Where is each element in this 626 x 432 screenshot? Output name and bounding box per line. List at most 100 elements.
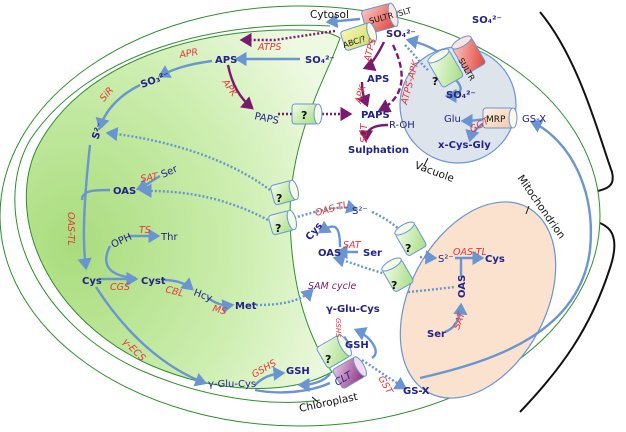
- cyt-s2-to-mito: [371, 210, 406, 236]
- cyt-enz-gshs: GSHS: [334, 318, 342, 338]
- vacuole-leader: [423, 157, 429, 167]
- chl-cyst: Cyst: [141, 276, 166, 287]
- chl-enz-ts: TS: [139, 225, 151, 236]
- chl-enz-cgs: CGS: [110, 282, 130, 293]
- cyt-ser: Ser: [363, 248, 382, 259]
- cyt-s2: S²⁻: [352, 206, 368, 217]
- chl-met: Met: [235, 301, 257, 312]
- gglucys-to-clt-arrow: [254, 381, 331, 394]
- mito-oas-transporter-q: ?: [391, 279, 397, 292]
- chl-enz-apr: APR: [178, 47, 199, 61]
- cbl-arrow: [162, 277, 194, 291]
- gshs-arrow: [254, 366, 286, 386]
- apr-arrow: [157, 59, 213, 78]
- paps-transporter-q: ?: [301, 109, 307, 122]
- chl-gglucys: γ-Glu-Cys: [208, 379, 256, 390]
- cyt-gglucys: γ-Glu-Cys: [326, 304, 380, 315]
- mito-cys: Cys: [485, 254, 505, 265]
- sultr-transporter: [451, 35, 486, 74]
- chl-gsh: GSH: [286, 366, 310, 377]
- clt-transporter: [332, 356, 368, 389]
- cytosol-label: Cytosol: [310, 9, 349, 21]
- mito-oas-transporter: [381, 257, 414, 292]
- chl-cys: Cys: [82, 276, 102, 287]
- s2-import-arrow: [105, 126, 271, 191]
- mito-ser: Ser: [427, 329, 446, 340]
- paps-transporter: [291, 103, 323, 125]
- cyt-gsx: GS-X: [403, 386, 430, 397]
- oastl-arrow: [77, 144, 92, 271]
- chl-paps: PAPS: [253, 111, 279, 127]
- vac-so4-arrow: [444, 79, 462, 104]
- mito-enz-oastl: OAS-TL: [453, 247, 487, 258]
- chl-so4: SO₄²⁻: [305, 55, 335, 66]
- gst-arrow: [361, 359, 408, 390]
- mito-s2-import: [419, 250, 438, 265]
- vac-xcysgly: x-Cys-Gly: [438, 140, 491, 151]
- chl-enz-cbl: CBL: [164, 284, 185, 299]
- cyt-aps: APS: [367, 74, 389, 85]
- mito-sat-arrow: [444, 302, 468, 334]
- apk-arrow: [226, 64, 254, 110]
- cyt-so4: SO₄²⁻: [386, 29, 416, 40]
- vacuole-q-transporter: [427, 48, 464, 88]
- cyt-apk-arrow: [356, 81, 371, 108]
- gsh-transporter-q: ?: [325, 353, 331, 366]
- chl-thr: Thr: [160, 232, 178, 243]
- cyt-enz-apk: APK: [353, 83, 369, 105]
- vac-glu: Glu: [444, 114, 461, 125]
- gsx-transport-arrow: [419, 119, 593, 380]
- ms-arrow: [207, 297, 235, 314]
- sir-arrow: [95, 83, 141, 131]
- chloroplast-leader: [311, 396, 319, 403]
- chl-s2: S²⁻: [90, 121, 106, 141]
- cyt-gsh: GSH: [345, 340, 369, 351]
- vac-so4: SO₄²⁻: [446, 90, 476, 101]
- cyt-oas: OAS: [318, 248, 341, 259]
- abc-export-arrow: [239, 29, 336, 48]
- chloroplast-outer-membrane: [14, 24, 331, 403]
- sam-cycle-arrow: [255, 288, 314, 307]
- chl-enz-oastl: OAS-TL: [65, 212, 76, 246]
- chl-aps: APS: [215, 55, 237, 66]
- oas-transporter: [268, 209, 297, 236]
- cyt-sam-cycle: SAM cycle: [308, 281, 356, 292]
- mito-oas: OAS: [457, 275, 468, 298]
- ext-so4: SO₄²⁻: [472, 15, 502, 26]
- mitochondrion-leader: [525, 205, 530, 215]
- mrp-label: MRP: [486, 115, 506, 125]
- gsh-import-arrow: [297, 373, 331, 393]
- vac-gsx: GS-X: [522, 114, 546, 125]
- chl-enz-ms: MS: [211, 303, 228, 317]
- cyt-enz-sot: SOT: [359, 122, 370, 143]
- atps-apk-arrow: [377, 44, 403, 113]
- cell-wall-lower: [519, 217, 616, 413]
- oas-transporter-q: ?: [275, 222, 281, 235]
- chl-enz-sat: SAT: [140, 171, 160, 185]
- mito-oas-to-transporter: [407, 285, 456, 294]
- mito-s2-transporter: [394, 221, 427, 256]
- mito-s2-transporter-q: ?: [405, 242, 411, 255]
- s2-transporter-q: ?: [276, 192, 282, 205]
- abc-transporter: [340, 22, 378, 51]
- chl-oas: OAS: [113, 186, 136, 197]
- sultr-slt-arrow: [325, 13, 361, 29]
- cyt-paps: PAPS: [361, 110, 390, 121]
- cell-wall-upper: [539, 11, 614, 197]
- gecs-arrow: [94, 286, 208, 387]
- cyt-enz-sat: SAT: [343, 240, 362, 251]
- clt-gglucys-arrow: [353, 327, 377, 360]
- cyt-oastl-arrow: [318, 220, 342, 248]
- gsh-transporter: [316, 334, 352, 369]
- vacuole-q-label: ?: [432, 75, 438, 88]
- s2-transporter: [270, 179, 299, 206]
- oas-to-cys-arrow: [80, 188, 111, 201]
- mito-s2: S²⁻: [438, 254, 454, 265]
- cyt-sulphation: Sulphation: [348, 145, 409, 156]
- mrp-transporter: [482, 107, 518, 129]
- sot-arrow: [358, 123, 389, 143]
- cyt-roh: R-OH: [389, 120, 415, 131]
- cyt-atps-arrow: [362, 41, 386, 72]
